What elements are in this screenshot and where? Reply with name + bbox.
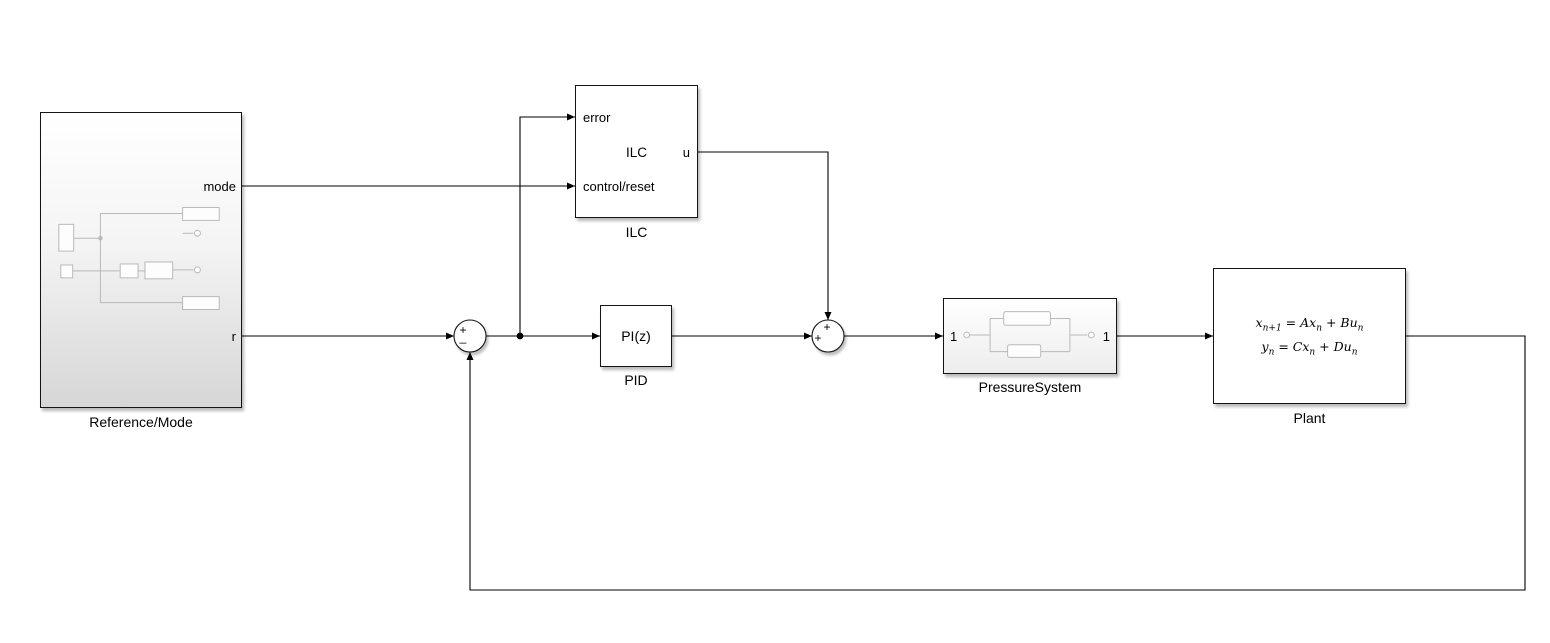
wire-plant-feedback-to-sum[interactable] <box>466 335 1526 591</box>
reference-mode-block[interactable]: mode r <box>40 112 242 408</box>
pressure-system-port-out: 1 <box>1102 329 1110 344</box>
pid-block[interactable]: PI(z) <box>600 305 672 367</box>
plant-equation-line1: xn+1 = Axn + Bun <box>1255 314 1364 334</box>
plant-block[interactable]: xn+1 = Axn + Bun yn = Cxn + Dun <box>1213 268 1406 404</box>
sum-ilc-plus-top-sign: + <box>823 320 830 334</box>
reference-mode-thumbnail <box>58 207 220 310</box>
sum-junction-ilc[interactable]: + + <box>811 319 845 353</box>
branch-junction-dot <box>516 332 524 340</box>
sum-pid-minus-sign: _ <box>459 330 467 344</box>
ilc-port-control-reset: control/reset <box>583 179 655 194</box>
pid-label[interactable]: PID <box>624 372 648 388</box>
ilc-port-u: u <box>682 145 690 160</box>
ilc-inner-title: ILC <box>625 145 647 160</box>
pressure-system-block[interactable]: 1 1 <box>943 298 1117 374</box>
sum-junction-pid[interactable]: + _ <box>453 319 487 353</box>
pressure-system-label[interactable]: PressureSystem <box>978 379 1082 395</box>
pressure-system-thumbnail <box>963 311 1095 358</box>
ilc-block[interactable]: error control/reset ILC u <box>575 85 698 218</box>
wire-branch-to-ilc-error[interactable] <box>519 113 575 336</box>
sum-ilc-plus-left-sign: + <box>814 331 821 345</box>
wire-ilc-u-to-sum2[interactable] <box>698 151 832 320</box>
reference-mode-port-mode: mode <box>203 179 236 194</box>
ilc-label[interactable]: ILC <box>625 224 648 240</box>
reference-mode-label[interactable]: Reference/Mode <box>89 414 193 430</box>
sum-pid-plus-sign: + <box>459 323 466 337</box>
pid-inner-title: PI(z) <box>621 328 651 344</box>
plant-label[interactable]: Plant <box>1293 410 1326 426</box>
plant-equation-line2: yn = Cxn + Dun <box>1261 339 1358 358</box>
ilc-port-error: error <box>583 110 611 125</box>
pressure-system-port-in: 1 <box>950 329 958 344</box>
plant-equations: xn+1 = Axn + Bun yn = Cxn + Dun <box>1214 269 1405 403</box>
reference-mode-port-r: r <box>231 329 236 344</box>
